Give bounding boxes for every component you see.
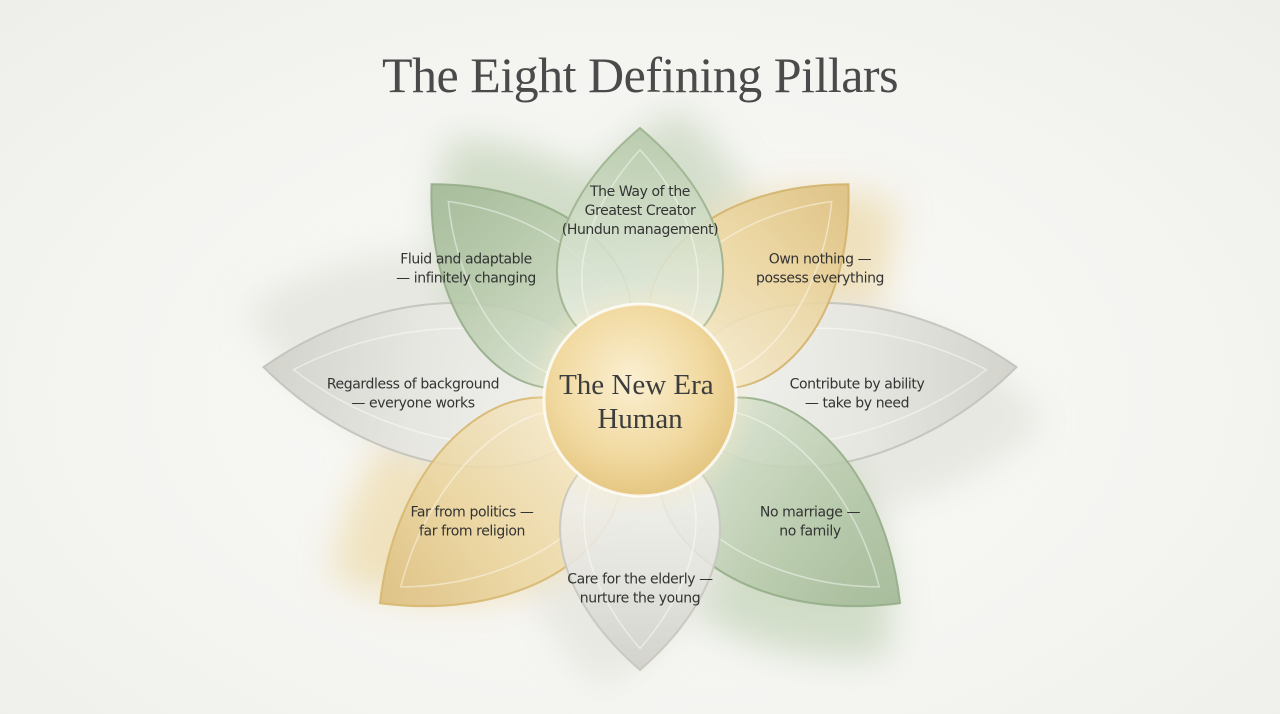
pillar-label: Fluid and adaptable — infinitely changing [396, 252, 536, 287]
pillar-label-line: — infinitely changing [396, 271, 536, 287]
pillar-label: Regardless of background — everyone works [327, 377, 499, 412]
pillar-label-line: — everyone works [351, 396, 474, 412]
pillar-label-line: Greatest Creator [585, 203, 696, 219]
center-label-line: The New Era [559, 369, 714, 401]
pillar-label: Far from politics — far from religion [410, 505, 533, 540]
page-title: The Eight Defining Pillars [382, 47, 898, 103]
pillar-label-line: Far from politics — [410, 505, 533, 521]
pillar-label-line: Contribute by ability [790, 377, 925, 393]
pillar-label-line: far from religion [419, 524, 525, 540]
pillar-label: Care for the elderly — nurture the young [567, 572, 713, 607]
center-disc [542, 302, 738, 498]
pillar-label: No marriage — no family [760, 505, 861, 540]
pillar-label-line: Fluid and adaptable [400, 252, 532, 268]
pillar-label-line: (Hundun management) [562, 222, 718, 238]
pillar-label-line: Regardless of background [327, 377, 499, 393]
pillar-label-line: — take by need [805, 396, 909, 412]
center-label: The New Era Human [559, 369, 721, 435]
pillar-label-line: Own nothing — [769, 252, 872, 268]
pillar-label: Contribute by ability — take by need [790, 377, 925, 412]
pillar-label-line: No marriage — [760, 505, 861, 521]
pillar-label: Own nothing — possess everything [756, 252, 884, 287]
pillar-label-line: possess everything [756, 271, 884, 287]
center-label-line: Human [597, 403, 683, 435]
pillar-label-line: nurture the young [580, 591, 701, 607]
pillar-label-line: The Way of the [589, 184, 690, 200]
pillar-label-line: no family [779, 524, 841, 540]
pillar-label-line: Care for the elderly — [567, 572, 713, 588]
